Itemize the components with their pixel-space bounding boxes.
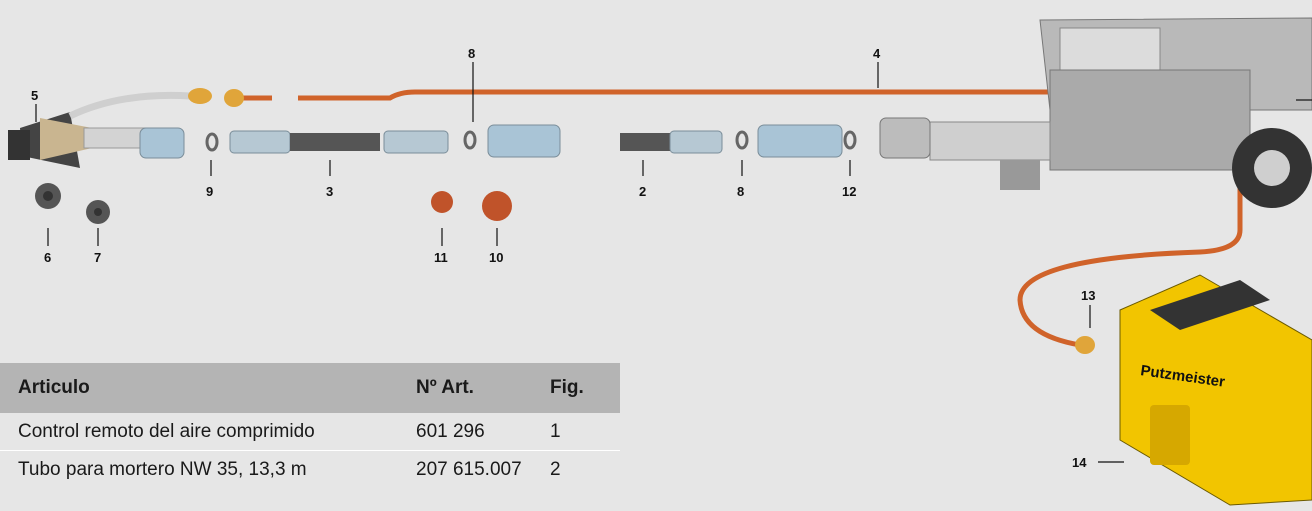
compressor-hose <box>1017 98 1243 348</box>
cell-number: 207 615.007 <box>408 450 546 488</box>
ball-11 <box>431 191 453 213</box>
callout-8-top: 8 <box>468 46 475 61</box>
hose-3-fitting-a <box>229 130 291 154</box>
hose-2-fitting <box>669 130 723 154</box>
hose-2 <box>620 133 670 151</box>
callout-10: 10 <box>489 250 503 265</box>
mixing-pump <box>879 17 1312 208</box>
coupling-left <box>139 127 185 159</box>
parts-table: Articulo Nº Art. Fig. Control remoto del… <box>0 363 620 488</box>
table-row: Control remoto del aire comprimido 601 2… <box>0 413 620 451</box>
spray-gun <box>8 88 212 168</box>
callout-3: 3 <box>326 184 333 199</box>
callout-4: 4 <box>873 46 881 61</box>
leader-lines <box>35 62 1312 463</box>
callout-14: 14 <box>1072 455 1087 470</box>
table-row: Tubo para mortero NW 35, 13,3 m 207 615.… <box>0 450 620 488</box>
coupling-air <box>224 89 244 107</box>
callout-11: 11 <box>434 250 448 265</box>
callout-5: 5 <box>31 88 38 103</box>
gasket-8b <box>735 130 749 150</box>
callout-9: 9 <box>206 184 213 199</box>
callout-12: 12 <box>842 184 856 199</box>
cell-fig: 2 <box>546 450 620 488</box>
callout-7: 7 <box>94 250 101 265</box>
air-hose <box>298 89 1190 101</box>
header-number: Nº Art. <box>408 363 546 413</box>
cell-number: 601 296 <box>408 413 546 451</box>
nozzle-7 <box>86 200 110 224</box>
gasket-12 <box>843 130 857 150</box>
ball-10 <box>482 191 512 221</box>
callout-6: 6 <box>44 250 51 265</box>
nozzle-6 <box>35 183 61 209</box>
header-article: Articulo <box>0 363 408 413</box>
table-header-row: Articulo Nº Art. Fig. <box>0 363 620 413</box>
gasket-8a <box>463 130 477 150</box>
compressor: Putzmeister <box>1075 274 1312 506</box>
cell-article: Tubo para mortero NW 35, 13,3 m <box>0 450 408 488</box>
hose-3 <box>290 133 380 151</box>
callout-13: 13 <box>1081 288 1095 303</box>
coupling-right <box>757 124 843 158</box>
cell-fig: 1 <box>546 413 620 451</box>
header-fig: Fig. <box>546 363 620 413</box>
gasket-9 <box>205 132 219 152</box>
callout-8-bottom: 8 <box>737 184 744 199</box>
hose-3-fitting-b <box>383 130 449 154</box>
coupling-mid <box>487 124 561 158</box>
cell-article: Control remoto del aire comprimido <box>0 413 408 451</box>
callout-2: 2 <box>639 184 646 199</box>
